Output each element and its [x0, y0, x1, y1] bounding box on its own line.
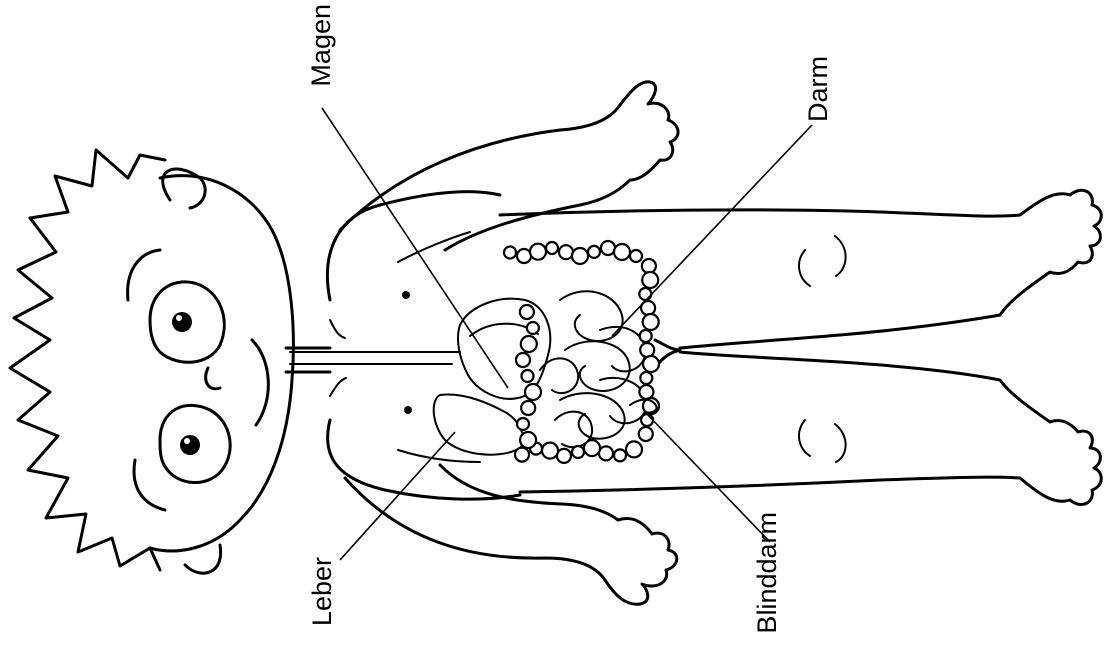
labels: Magen Darm Leber Blinddarm — [306, 4, 833, 634]
nipple-lower — [404, 406, 412, 414]
colon-segment — [626, 441, 642, 457]
nipple-upper — [402, 291, 410, 299]
colon-segment — [516, 353, 530, 367]
colon-segment — [614, 449, 626, 461]
colon-segment — [588, 246, 600, 258]
large-intestine — [504, 241, 659, 463]
eye-upper — [150, 282, 224, 362]
colon-segment — [525, 384, 541, 400]
colon-segment — [640, 330, 652, 342]
chest-mark-lower — [330, 378, 346, 396]
chest-mark-upper — [330, 320, 345, 338]
colon-segment — [546, 242, 558, 254]
colon-segment — [521, 336, 537, 352]
colon-segment — [557, 449, 571, 463]
head — [150, 176, 293, 551]
liver — [434, 395, 523, 455]
small-intestine — [540, 291, 646, 447]
nose — [206, 368, 220, 389]
colon-segment — [504, 247, 516, 259]
colon-segment — [521, 401, 535, 415]
colon-segment — [642, 259, 656, 273]
colon-segment — [601, 241, 615, 255]
colon-segment — [599, 446, 613, 460]
brow-upper — [128, 250, 160, 300]
colon-segment — [515, 448, 529, 462]
colon-segment — [517, 249, 531, 263]
colon-segment — [643, 356, 659, 372]
colon-segment — [530, 244, 546, 260]
colon-segment — [614, 244, 630, 260]
colon-segment — [527, 322, 539, 334]
leader-magen — [322, 108, 508, 388]
groin — [655, 340, 680, 362]
leg-upper — [500, 190, 1101, 348]
colon-segment — [641, 414, 653, 426]
label-blinddarm: Blinddarm — [752, 512, 782, 634]
colon-segment — [639, 427, 653, 441]
colon-segment — [520, 432, 536, 448]
arm-upper — [340, 82, 678, 250]
arm-lower — [345, 465, 677, 604]
knee-upper — [799, 236, 846, 286]
colon-segment — [572, 446, 584, 458]
leg-lower — [520, 352, 1101, 505]
ribline-upper — [398, 232, 470, 262]
colon-segment — [584, 440, 600, 456]
colon-segment — [642, 272, 658, 288]
knee-lower — [799, 420, 846, 462]
colon-segment — [639, 288, 651, 300]
label-leber: Leber — [307, 557, 337, 626]
torso — [327, 192, 520, 500]
esophagus — [290, 352, 460, 364]
brow-lower — [134, 460, 165, 510]
colon-segment — [522, 370, 534, 382]
digestive-organs — [290, 241, 659, 463]
colon-segment — [572, 248, 588, 264]
colon-segment — [520, 305, 534, 319]
colon-segment — [559, 245, 573, 259]
colon-segment — [639, 385, 653, 399]
eye-lower — [160, 405, 230, 482]
colon-segment — [640, 372, 652, 384]
colon-segment — [630, 250, 642, 262]
label-magen: Magen — [306, 4, 336, 87]
leader-darm — [612, 125, 812, 336]
mouth — [252, 340, 268, 425]
colon-segment — [640, 343, 654, 357]
child-figure — [10, 82, 1101, 604]
label-darm: Darm — [803, 56, 833, 122]
colon-segment — [643, 314, 659, 330]
colon-segment — [542, 443, 558, 459]
hair — [10, 150, 165, 570]
colon-segment — [517, 418, 529, 430]
